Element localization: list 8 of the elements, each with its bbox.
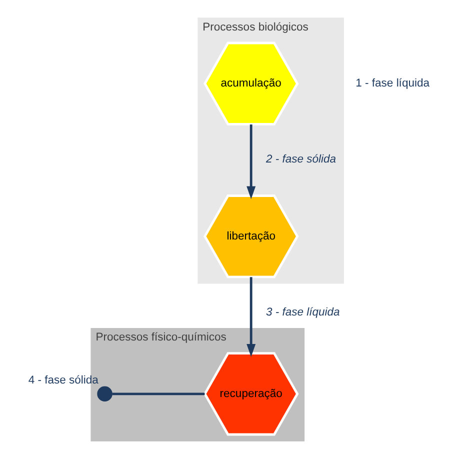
node-label: 4 - fase sólida bbox=[28, 374, 98, 387]
connector bbox=[112, 392, 205, 396]
arrow bbox=[246, 277, 256, 357]
node-circle bbox=[97, 386, 112, 402]
label: 1 - fase líquida bbox=[356, 78, 430, 90]
edge-label: 3 - fase líquida bbox=[266, 306, 340, 318]
edge-label: 2 - fase sólida bbox=[266, 154, 336, 166]
arrow bbox=[246, 124, 256, 200]
